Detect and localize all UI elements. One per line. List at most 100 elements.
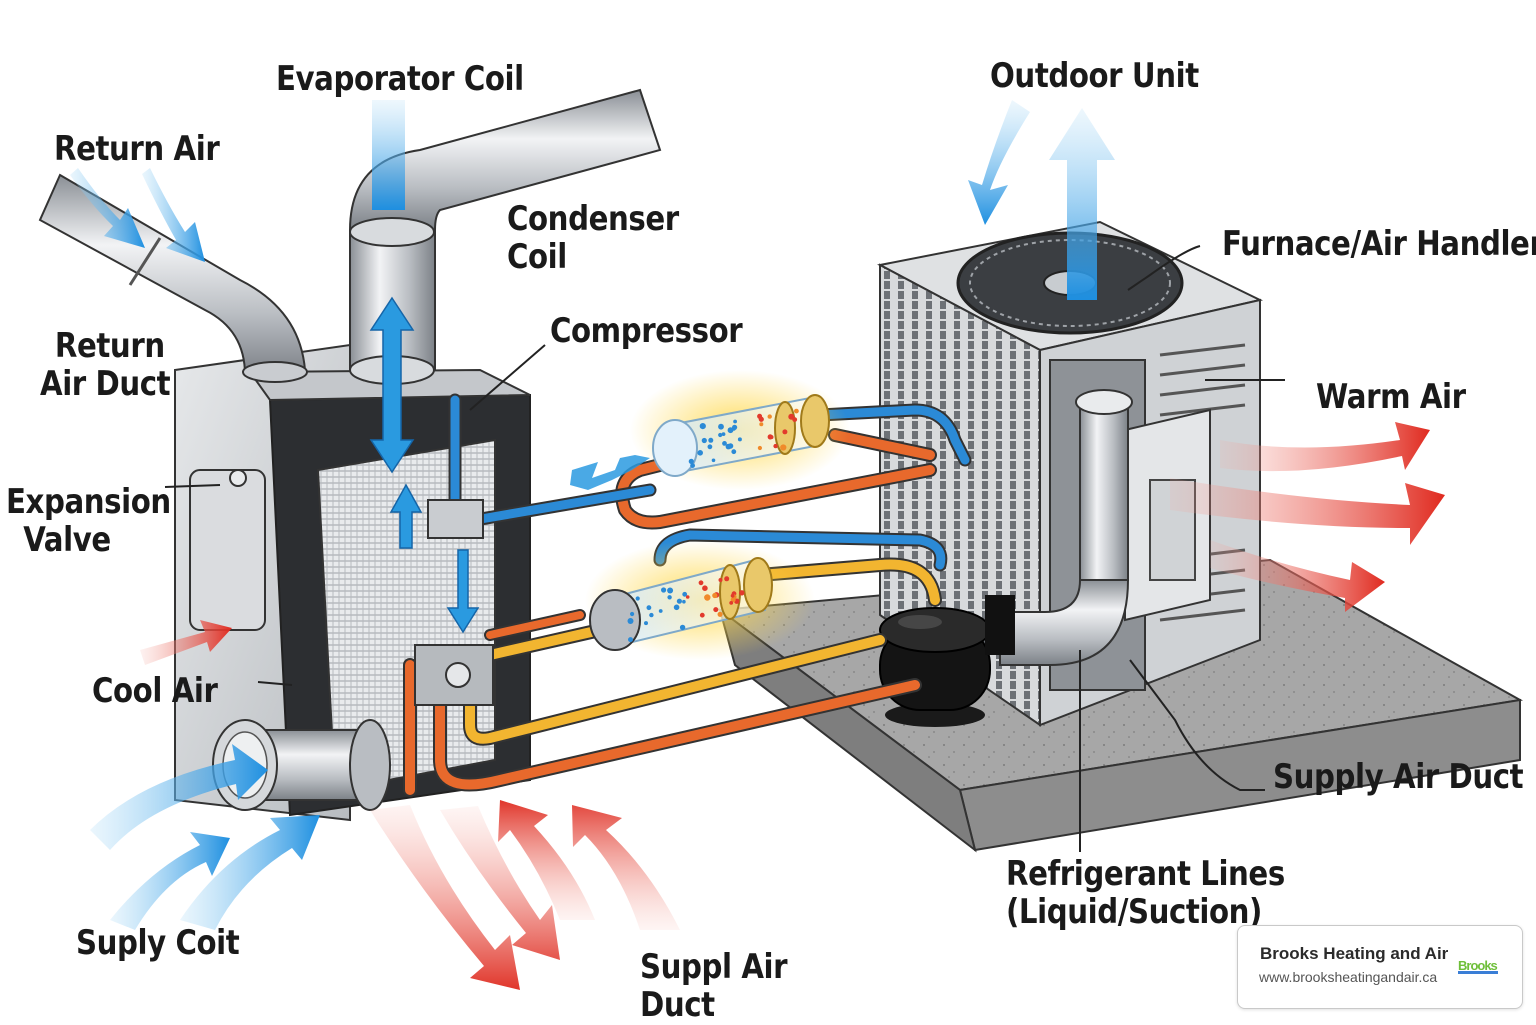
label-refrigerant-lines: Refrigerant Lines(Liquid/Suction) <box>1006 854 1285 932</box>
refrigerant-particle <box>792 417 798 422</box>
refrigerant-particle <box>717 611 723 617</box>
refrigerant-particle <box>782 429 788 435</box>
refrigerant-particle <box>773 443 778 449</box>
refrigerant-particle <box>701 437 707 444</box>
arrow-warm-3 <box>1210 540 1385 612</box>
refrigerant-particle <box>658 609 663 613</box>
arrow-outdoor-down <box>968 100 1030 225</box>
arrow-warm-1 <box>1220 422 1430 472</box>
refrigerant-particle <box>667 587 674 594</box>
refrigerant-particle <box>780 444 787 451</box>
refrigerant-particles <box>627 408 799 643</box>
label-evaporator-coil: Evaporator Coil <box>276 59 524 99</box>
arrow-return-2 <box>142 168 205 262</box>
refrigerant-particle <box>667 595 672 600</box>
arrow-cool-air <box>140 620 232 665</box>
receiver-top <box>630 370 850 490</box>
return-air-duct <box>38 173 308 383</box>
refrigerant-particle <box>707 444 713 450</box>
arrow-flow-cyl <box>570 455 650 490</box>
arrow-warm-2 <box>1170 478 1445 545</box>
arrow-suppl-4 <box>572 805 680 930</box>
refrigerant-particle <box>733 419 737 424</box>
refrigerant-particle <box>661 587 667 593</box>
refrigerant-particle <box>700 423 704 428</box>
refrigerant-particle <box>731 449 737 455</box>
refrigerant-particle <box>718 423 724 430</box>
refrigerant-particle <box>673 604 680 611</box>
refrigerant-particle <box>758 416 764 422</box>
brand-name: Brooks Heating and Air <box>1260 944 1449 963</box>
refrigerant-particle <box>697 450 703 456</box>
label-supply-air-duct: Supply Air Duct <box>1273 757 1524 797</box>
arrow-supply-2 <box>110 832 230 930</box>
label-compressor: Compressor <box>550 311 743 351</box>
refrigerant-particle <box>627 618 634 624</box>
refrigerant-particle <box>628 637 633 643</box>
refrigerant-particle <box>794 408 799 414</box>
refrigerant-particle <box>649 612 654 618</box>
refrigerant-particle <box>729 601 734 605</box>
refrigerant-particle <box>704 594 711 601</box>
refrigerant-particle <box>731 426 736 431</box>
refrigerant-particle <box>685 595 690 599</box>
refrigerant-particle <box>725 443 732 450</box>
leader-lines <box>164 245 1285 852</box>
arrow-supply-1 <box>90 744 268 850</box>
outdoor-duct <box>999 389 1133 666</box>
brand-badge[interactable]: Brooks Heating and Air www.brooksheating… <box>1237 925 1523 1009</box>
label-warm-air: Warm Air <box>1316 377 1466 417</box>
refrigerant-particle <box>630 611 635 617</box>
brand-logo-icon: Brooks <box>1458 958 1498 974</box>
receiver-middle <box>585 540 815 660</box>
refrigerant-particle <box>646 605 652 611</box>
refrigerant-particle <box>739 590 745 596</box>
label-outdoor-unit: Outdoor Unit <box>990 56 1199 96</box>
refrigerant-particle <box>676 598 683 604</box>
refrigerant-particle <box>682 591 688 597</box>
refrigerant-particle <box>767 434 773 440</box>
refrigerant-particle <box>718 578 723 582</box>
refrigerant-particle <box>644 621 648 626</box>
refrigerant-particle <box>722 441 727 446</box>
refrigerant-particle <box>708 437 714 443</box>
refrigerant-particle <box>711 458 716 463</box>
label-furnace-air-handler: Furnace/Air Handler <box>1222 224 1536 264</box>
refrigerant-particle <box>635 596 640 601</box>
refrigerant-particle <box>721 432 726 436</box>
arrow-suppl-1 <box>370 805 520 990</box>
refrigerant-particle <box>688 458 694 464</box>
refrigerant-particle <box>767 414 772 419</box>
refrigerant-particle <box>712 592 718 599</box>
refrigerant-particle <box>757 445 763 451</box>
refrigerant-particle <box>737 437 742 442</box>
refrigerant-particle <box>698 580 704 586</box>
refrigerant-particle <box>699 612 705 618</box>
refrigerant-particle <box>702 585 708 591</box>
refrigerant-particle <box>682 599 686 604</box>
refrigerant-particle <box>679 624 686 631</box>
refrigerant-particle <box>724 576 730 582</box>
arrow-return-1 <box>70 168 145 248</box>
label-cool-air: Cool Air <box>92 671 218 711</box>
refrigerant-particle <box>718 432 723 438</box>
arrow-supply-3 <box>180 815 320 930</box>
arrow-suppl-2 <box>440 806 560 960</box>
double-arrow-vertical <box>369 296 480 634</box>
refrigerant-particle <box>713 607 719 613</box>
arrow-suppl-3 <box>498 800 595 920</box>
air-flow-arrows <box>70 100 1445 990</box>
expansion-valve <box>414 499 494 706</box>
brand-url[interactable]: www.brooksheatingandair.ca <box>1259 969 1438 985</box>
arrow-outdoor-up <box>1049 108 1115 300</box>
refrigerant-particle <box>690 463 695 468</box>
refrigerant-particle <box>730 593 735 598</box>
label-return-air: Return Air <box>54 129 220 169</box>
refrigerant-particle <box>759 422 764 427</box>
label-suply-coit: Suply Coit <box>76 923 240 963</box>
